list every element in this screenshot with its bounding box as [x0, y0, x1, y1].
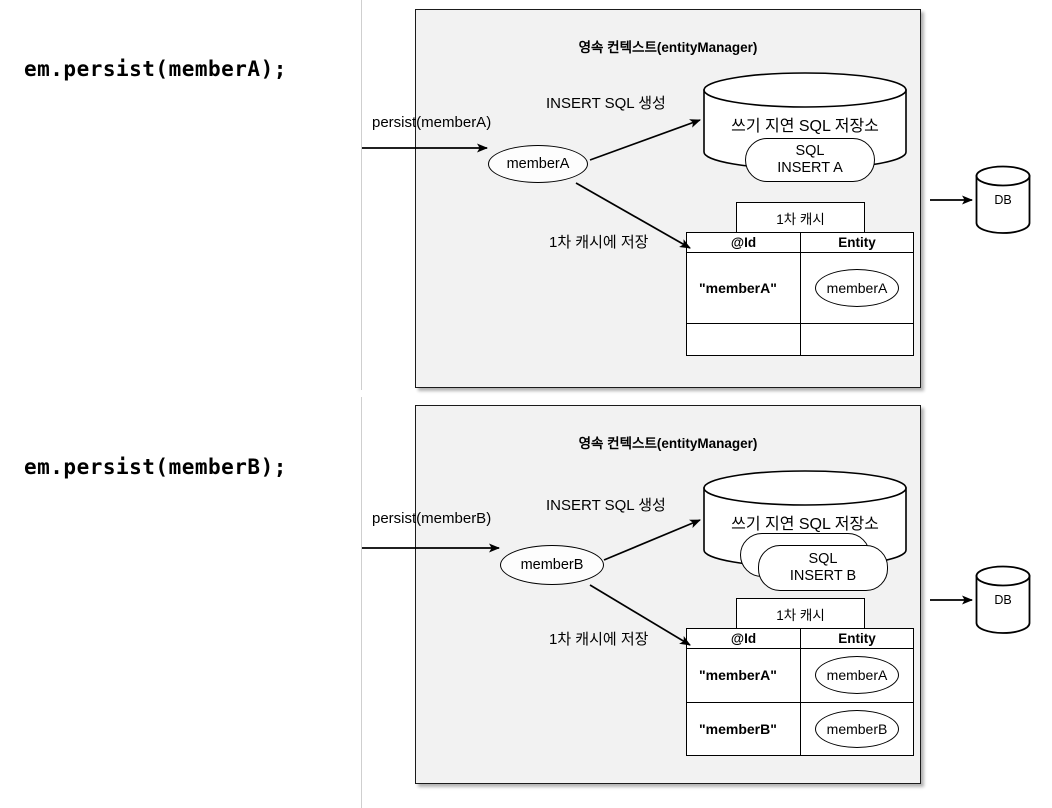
panel-b-cache-header-entity: Entity	[800, 629, 913, 648]
panel-b-cache-row-0-entity: memberA	[800, 649, 913, 702]
panel-b-cache-row-0-entity-ellipse: memberA	[815, 656, 899, 695]
table-row[interactable]: "memberA" memberA	[687, 648, 913, 702]
table-row[interactable]: "memberA" memberA	[687, 252, 913, 323]
panel-a-cache-store-label: 1차 캐시에 저장	[549, 234, 649, 251]
panel-a-sql-store-title: 쓰기 지연 SQL 저장소	[731, 118, 879, 135]
panel-b-cache-row-1-id: "memberB"	[699, 720, 777, 737]
panel-a-sql-pill-1-line2: INSERT A	[777, 160, 843, 176]
database-a-label: DB	[994, 193, 1012, 207]
panel-b-sql-store-title: 쓰기 지연 SQL 저장소	[731, 516, 879, 533]
table-row[interactable]	[687, 322, 913, 356]
panel-a-cache-header-id: @Id	[730, 235, 757, 250]
panel-b-cache-tab: 1차 캐시	[736, 598, 865, 630]
panel-a-insert-sql-label: INSERT SQL 생성	[546, 95, 666, 112]
panel-b-sql-pill-2: SQL INSERT B	[758, 545, 888, 591]
table-header-row: @Id Entity	[687, 629, 913, 648]
panel-a-cache-table: @Id Entity "memberA" memberA	[686, 232, 914, 356]
panel-a-sql-pill-1-line1: SQL	[795, 143, 825, 160]
table-header-row: @Id Entity	[687, 233, 913, 252]
panel-a-sql-pill-1: SQL INSERT A	[745, 138, 875, 182]
panel-b-title: 영속 컨텍스트(entityManager)	[578, 436, 758, 451]
database-cylinder-b: DB	[975, 565, 1031, 635]
panel-a-cache-tab: 1차 캐시	[736, 202, 865, 234]
panel-b-cache-row-1-entity-ellipse: memberB	[815, 709, 899, 748]
vertical-divider-top	[361, 0, 362, 390]
panel-b-cache-store-label: 1차 캐시에 저장	[549, 631, 649, 648]
panel-a-incoming-arrow-label: persist(memberA)	[372, 114, 492, 131]
panel-b-cache-header-id: @Id	[730, 631, 757, 646]
panel-a-cache-row-1-id	[687, 324, 800, 356]
code-caption-persist-b: em.persist(memberB);	[24, 455, 287, 479]
panel-b-sql-pill-2-line2: INSERT B	[789, 568, 857, 584]
vertical-divider-bottom	[361, 397, 362, 808]
panel-b-cache-row-1-entity: memberB	[800, 702, 913, 755]
panel-a-cache-row-0-entity: memberA	[800, 253, 913, 323]
panel-b-cache-table: @Id Entity "memberA" memberA "memberB" m…	[686, 628, 914, 756]
database-cylinder-a: DB	[975, 165, 1031, 235]
panel-b-incoming-arrow-label: persist(memberB)	[372, 510, 492, 527]
panel-b-sql-pill-2-line1: SQL	[808, 551, 838, 568]
panel-b-insert-sql-label: INSERT SQL 생성	[546, 497, 666, 514]
database-b-label: DB	[994, 593, 1012, 607]
panel-a-cache-row-1-entity	[800, 323, 913, 355]
panel-b-entity-node[interactable]: memberB	[500, 545, 604, 585]
panel-b-cache-row-0-id: "memberA"	[699, 667, 777, 684]
table-row[interactable]: "memberB" memberB	[687, 701, 913, 755]
code-caption-persist-a: em.persist(memberA);	[24, 57, 287, 81]
panel-a-cache-header-entity: Entity	[800, 233, 913, 252]
panel-a-cache-row-0-id: "memberA"	[699, 279, 777, 296]
panel-a-entity-node[interactable]: memberA	[488, 145, 588, 183]
panel-a-sql-store-cylinder: 쓰기 지연 SQL 저장소	[703, 72, 907, 170]
panel-a-cache-row-0-entity-ellipse: memberA	[815, 268, 899, 307]
panel-a-title: 영속 컨텍스트(entityManager)	[578, 40, 758, 55]
